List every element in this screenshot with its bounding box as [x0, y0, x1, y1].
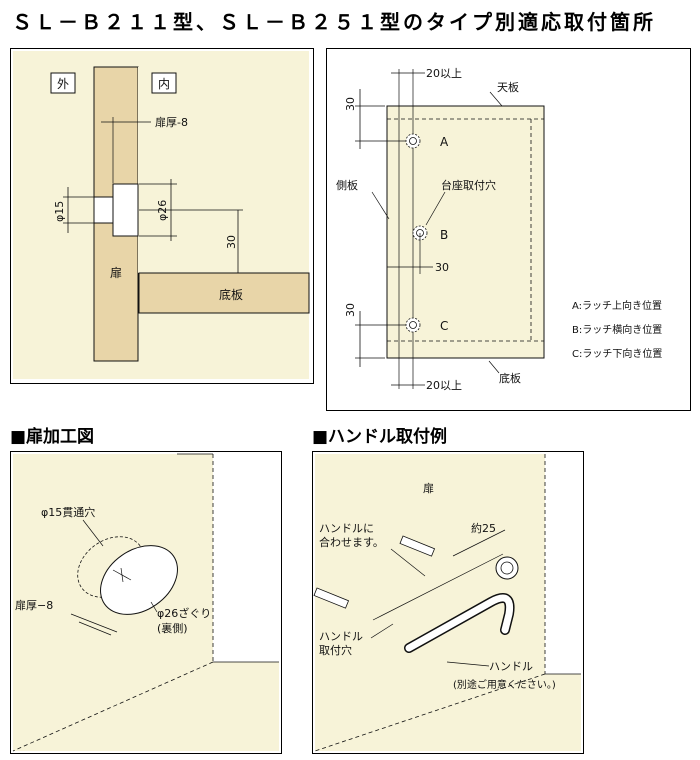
hole-a-inner [409, 137, 417, 145]
thickness-dim-2 [78, 621, 112, 636]
inside-label: 内 [158, 77, 170, 91]
hole-a-outer [405, 133, 421, 149]
approx25-line [452, 529, 506, 557]
screw-bottom [313, 587, 350, 609]
dim30b-label: 30 [435, 261, 449, 274]
inner-space [138, 67, 309, 273]
handle-door-bg [315, 454, 581, 751]
align-leader [390, 548, 426, 577]
knob-inner [500, 561, 514, 575]
hole-c-outer [405, 317, 421, 333]
door-processing-panel: φ15貫通穴 扉厚−8 φ26ざぐり (裏側) [10, 451, 282, 754]
latch-counterbore [112, 183, 139, 237]
top-board-leader [489, 91, 503, 107]
through-hole-label: φ15貫通穴 [41, 505, 95, 519]
bottom-board-label-2: 底板 [499, 371, 521, 385]
handle-example-heading: ■ハンドル取付例 [312, 427, 448, 447]
back-side-label: (裏側) [157, 621, 188, 635]
dim20-bottom-label: 20以上 [426, 379, 462, 392]
side-board-label: 側板 [336, 178, 358, 192]
bottom-board-leader [488, 360, 500, 374]
door-thickness-label-2: 扉厚−8 [15, 599, 53, 612]
align-label-2: 合わせます。 [319, 535, 384, 549]
door-section-drawing: 外 内 扉厚-8 φ15 φ26 30 扉 底板 [13, 51, 310, 379]
label-a: A [440, 135, 449, 149]
door-label-2: 扉 [423, 482, 434, 495]
dim30c-label: 30 [344, 303, 357, 317]
handle-hole-label-2: 取付穴 [319, 643, 352, 657]
door-thickness-label: 扉厚-8 [155, 116, 188, 129]
counterbore-leader [150, 601, 158, 613]
counterbore-outer [100, 545, 178, 615]
bottom-board [138, 272, 310, 314]
top-board-label: 天板 [497, 80, 519, 94]
outside-label: 外 [57, 77, 69, 91]
handle-label: ハンドル [489, 660, 533, 673]
handle-bottom-dash [314, 673, 546, 752]
phi15-label: φ15 [53, 201, 66, 222]
handle-hole-label-1: ハンドル [319, 630, 363, 643]
hole-dim-line [372, 553, 504, 621]
door-edge-white [213, 454, 279, 662]
through-hole-leader [82, 519, 104, 547]
legend-b: B:ラッチ横向き位置 [572, 323, 662, 336]
base-hole-leader [425, 191, 446, 226]
label-c: C [440, 319, 448, 333]
handle-hole-leader [370, 623, 394, 639]
dim30a-label: 30 [344, 97, 357, 111]
position-drawing: 20以上 20以上 天板 30 A 側板 台座取付穴 B 30 30 C [336, 67, 662, 392]
cross-2 [120, 567, 124, 583]
side-board-leader [371, 191, 390, 220]
handle-example-panel: 扉 ハンドルに 合わせます。 約25 ハンドル 取付穴 ハンドル (別途ご用意く… [312, 451, 584, 754]
door-processing-drawing: φ15貫通穴 扉厚−8 φ26ざぐり (裏側) [12, 453, 279, 752]
handle-door-edge-white [545, 454, 581, 674]
align-label-1: ハンドルに [319, 522, 374, 535]
label-b: B [440, 228, 448, 242]
approx25-label: 約25 [471, 521, 496, 535]
handle-fill [405, 594, 514, 652]
hole-c-inner [409, 321, 417, 329]
position-panel: 20以上 20以上 天板 30 A 側板 台座取付穴 B 30 30 C [326, 48, 691, 411]
handle-leader [446, 661, 490, 667]
phi26-label: φ26 [156, 200, 169, 221]
door-processing-heading: ■扉加工図 [10, 427, 95, 447]
base-hole-label: 台座取付穴 [441, 178, 496, 192]
dim30-label: 30 [225, 235, 238, 249]
door-bottom-dash [12, 661, 214, 752]
page-title: ＳＬ－Ｂ２１１型、ＳＬ－Ｂ２５１型のタイプ別適応取付箇所 [12, 10, 656, 34]
legend-c: C:ラッチ下向き位置 [572, 347, 662, 360]
latch-shaft [93, 196, 114, 224]
legend-a: A:ラッチ上向き位置 [572, 299, 662, 312]
screw-top [399, 535, 436, 557]
handle-example-drawing: 扉 ハンドルに 合わせます。 約25 ハンドル 取付穴 ハンドル (別途ご用意く… [313, 454, 581, 752]
separately-label: (別途ご用意ください。) [453, 678, 556, 691]
thickness-dim-1 [70, 613, 118, 633]
door-section-panel: 外 内 扉厚-8 φ15 φ26 30 扉 底板 [10, 48, 314, 384]
outside-box [50, 72, 76, 94]
dim20-top-label: 20以上 [426, 67, 462, 80]
counterbore-label: φ26ざぐり [157, 606, 211, 620]
door-label: 扉 [110, 266, 122, 280]
knob-outer [495, 556, 519, 580]
bottom-board-label: 底板 [219, 287, 243, 302]
inside-box [151, 72, 177, 94]
